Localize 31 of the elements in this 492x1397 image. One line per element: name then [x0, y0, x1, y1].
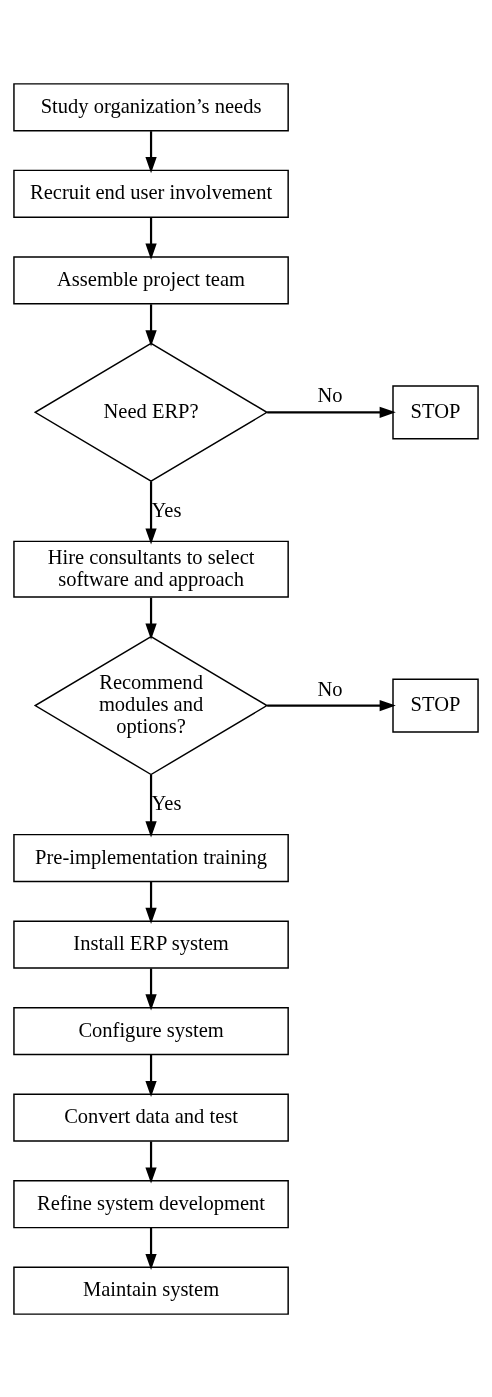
- node-box: Install ERP system: [13, 919, 289, 969]
- arrow: [267, 699, 396, 711]
- edge-label: Yes: [151, 498, 182, 521]
- arrow: [145, 480, 157, 545]
- node-box: Convert data and test: [13, 1092, 289, 1142]
- edge-label: No: [317, 677, 343, 700]
- node-box: Maintain system: [13, 1265, 289, 1315]
- edge-label: No: [317, 383, 343, 406]
- node-diamond: Need ERP?: [33, 342, 269, 482]
- edge-label: Yes: [151, 791, 182, 814]
- arrow: [145, 303, 157, 346]
- node-box: Study organization’s needs: [13, 82, 289, 132]
- node-diamond: Recommend modules and options?: [33, 635, 269, 775]
- arrow: [145, 967, 157, 1011]
- node-box: Pre-implementation training: [13, 833, 289, 882]
- arrow: [145, 130, 157, 173]
- node-box: Recruit end user involvement: [13, 169, 289, 218]
- arrow: [145, 881, 157, 924]
- arrow: [267, 406, 396, 418]
- arrow: [145, 217, 157, 260]
- node-box: Hire consultants to select software and approach: [13, 540, 289, 598]
- node-box: Assemble project team: [13, 255, 289, 305]
- node-box: Configure system: [13, 1006, 289, 1055]
- node-box: STOP: [392, 384, 479, 439]
- arrow: [145, 597, 157, 640]
- arrow: [145, 1227, 157, 1270]
- node-box: STOP: [392, 677, 479, 733]
- node-box: Refine system development: [13, 1179, 289, 1228]
- arrow: [145, 1141, 157, 1184]
- arrow: [145, 1054, 157, 1097]
- arrow: [145, 774, 157, 837]
